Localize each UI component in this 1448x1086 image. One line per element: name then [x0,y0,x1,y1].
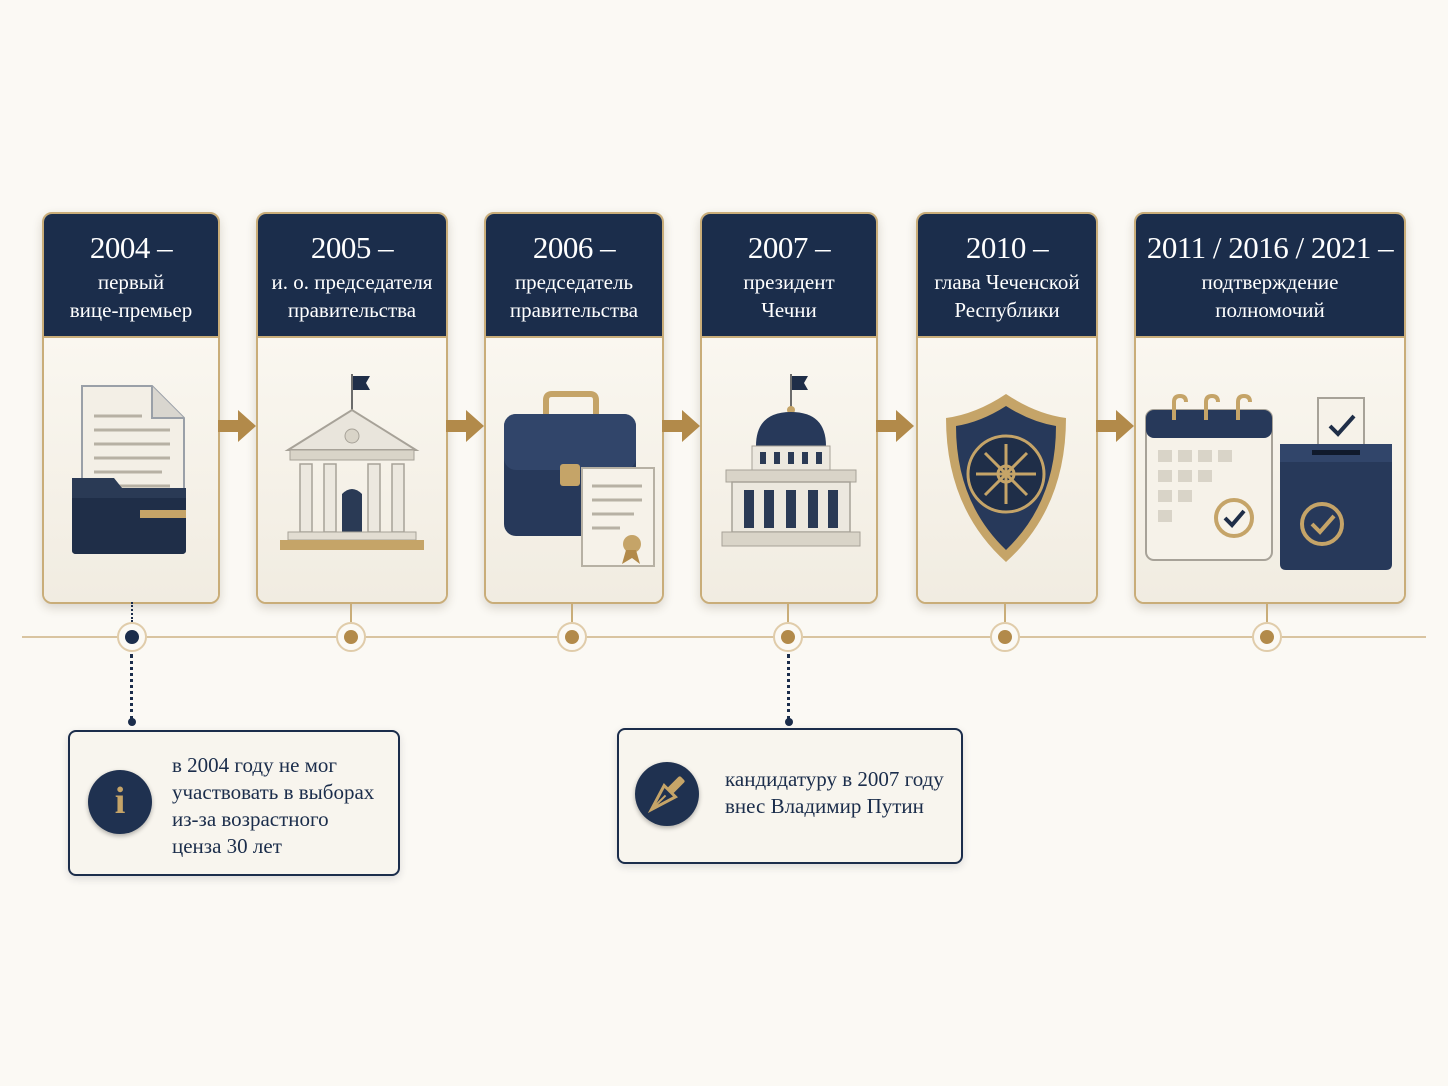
milestone-card-2011-2016-2021: 2011 / 2016 / 2021 – подтверждение полно… [1134,212,1406,604]
milestone-year: 2011 / 2016 / 2021 – [1146,230,1394,265]
milestone-header: 2010 – глава Чеченской Республики [918,214,1096,338]
milestone-header: 2011 / 2016 / 2021 – подтверждение полно… [1136,214,1404,338]
note-leader-line [130,654,133,720]
arrow-right-icon [662,410,700,442]
milestone-illustration [44,338,218,602]
timeline-connector [787,602,789,622]
milestone-year: 2005 – [310,230,394,265]
milestone-role: подтверждение полномочий [1201,270,1339,322]
timeline-marker-2011 [1252,622,1282,652]
capitol-dome-icon [721,374,861,547]
milestone-illustration [918,338,1096,602]
milestone-role: глава Чеченской Республики [934,270,1080,322]
timeline-connector [350,602,352,622]
milestone-year: 2010 – [965,230,1049,265]
fountain-pen-icon [635,762,699,826]
timeline-connector [1266,602,1268,622]
milestone-role: и. о. председателя правительства [271,270,433,322]
info-icon: i [88,770,152,834]
note-text: в 2004 году не мог участвовать в выборах… [172,753,375,858]
calendar-ballot-box-icon [1145,393,1392,570]
info-icon-glyph: i [114,780,126,822]
timeline-connector [1004,602,1006,622]
note-2004-age-limit: i в 2004 году не мог участвовать в выбор… [68,730,400,876]
milestone-year: 2006 – [532,230,616,265]
arrow-right-icon [876,410,914,442]
milestone-card-2005: 2005 – и. о. председателя правительства [256,212,448,604]
milestone-card-2004: 2004 – первый вице-премьер [42,212,220,604]
timeline-connector [131,602,133,622]
emblem-shield-icon [946,394,1066,562]
fountain-pen-glyph [647,776,685,814]
document-folder-icon [72,385,186,554]
milestone-header: 2005 – и. о. председателя правительства [258,214,446,338]
note-2007-nomination: кандидатуру в 2007 году внес Владимир Пу… [617,728,963,864]
milestone-role: первый вице-премьер [69,270,193,322]
timeline-marker-2006 [557,622,587,652]
milestone-illustration [486,338,662,602]
milestone-card-2010: 2010 – глава Чеченской Республики [916,212,1098,604]
milestone-role: председатель правительства [509,270,639,322]
milestone-role: президент Чечни [743,270,835,322]
timeline-axis [22,636,1426,638]
timeline-connector [571,602,573,622]
note-leader-end [785,718,793,726]
milestone-illustration [1136,338,1404,602]
milestone-year: 2004 – [89,230,173,265]
arrow-right-icon [446,410,484,442]
timeline-marker-2004 [117,622,147,652]
milestone-header: 2007 – президент Чечни [702,214,876,338]
note-text: кандидатуру в 2007 году внес Владимир Пу… [725,767,944,818]
briefcase-document-icon [504,391,655,567]
arrow-right-icon [1096,410,1134,442]
government-building-icon [280,374,424,550]
milestone-card-2007: 2007 – президент Чечни [700,212,878,604]
milestone-header: 2006 – председатель правительства [486,214,662,338]
milestone-year: 2007 – [747,230,831,265]
milestone-illustration [258,338,446,602]
note-leader-end [128,718,136,726]
timeline-marker-2005 [336,622,366,652]
note-leader-line [787,654,790,720]
arrow-right-icon [218,410,256,442]
milestone-illustration [702,338,876,602]
milestone-header: 2004 – первый вице-премьер [44,214,218,338]
timeline-marker-2010 [990,622,1020,652]
timeline-marker-2007 [773,622,803,652]
milestone-card-2006: 2006 – председатель правительства [484,212,664,604]
